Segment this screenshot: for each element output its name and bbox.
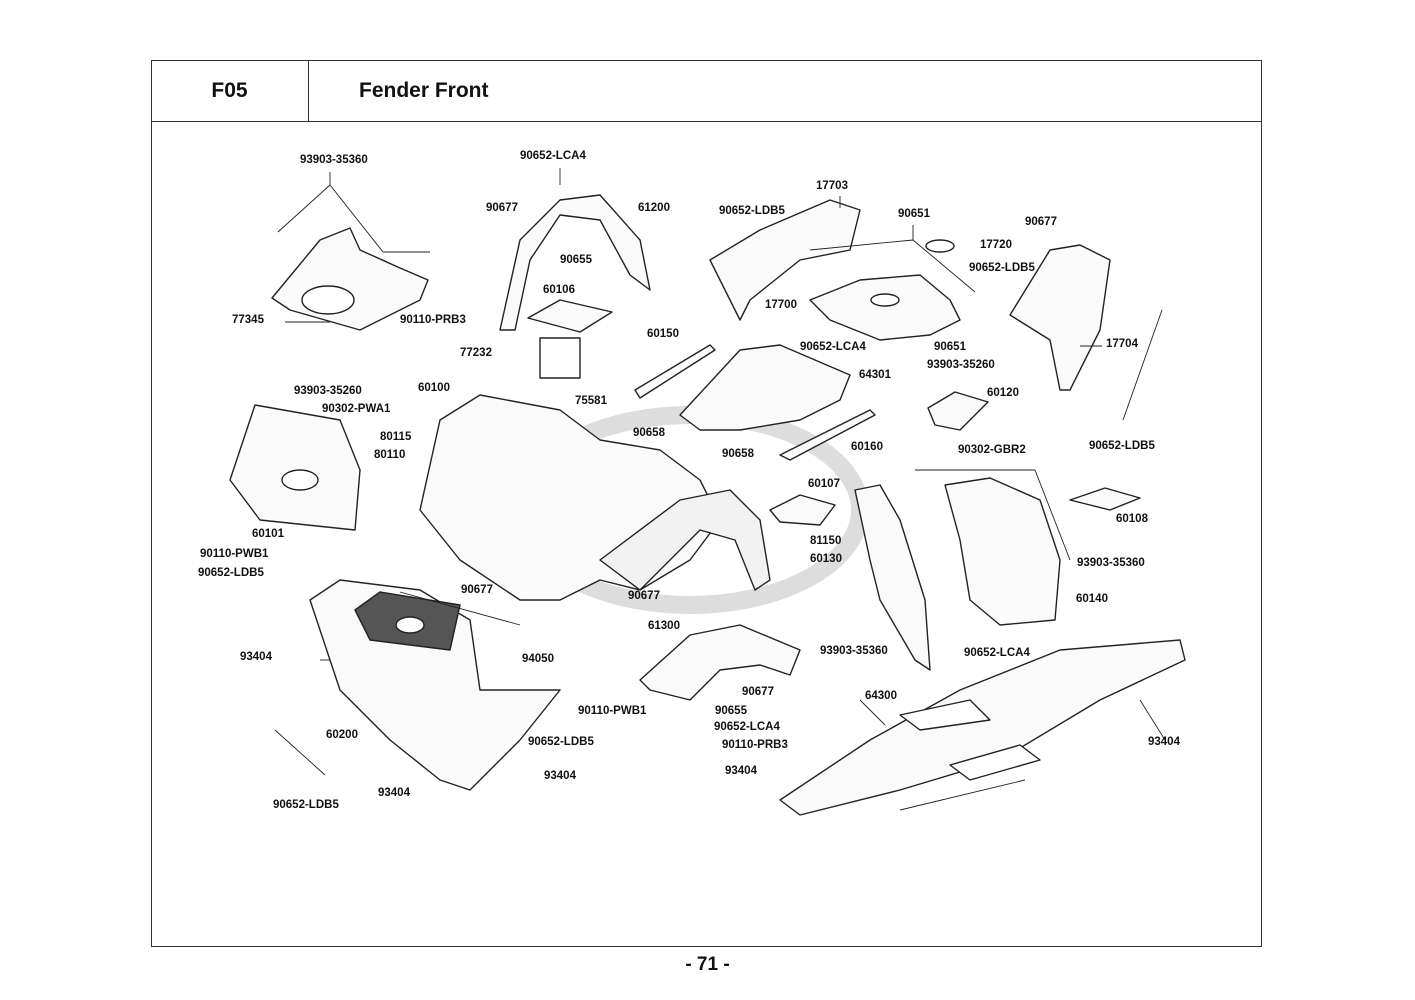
part-17703 [709, 199, 861, 321]
part-callout-label: 81150 [810, 535, 842, 547]
part-callout-label: 80115 [380, 431, 412, 443]
part-callout-label: 60140 [1076, 593, 1108, 605]
part-callout-label: 77232 [460, 347, 492, 359]
part-callout-label: 90677 [1025, 216, 1057, 228]
part-callout-label: 93903-35360 [820, 645, 888, 657]
part-callout-label: 93404 [240, 651, 272, 663]
part-callout-label: 61200 [638, 202, 670, 214]
part-callout-label: 90655 [560, 254, 592, 266]
part-callout-label: 90652-LCA4 [964, 647, 1030, 659]
part-64301 [679, 344, 851, 431]
part-callout-label: 60120 [987, 387, 1019, 399]
part-callout-label: 60106 [543, 284, 575, 296]
part-callout-label: 60130 [810, 553, 842, 565]
part-callout-label: 60160 [851, 441, 883, 453]
part-callout-label: 93404 [378, 787, 410, 799]
part-callout-label: 60108 [1116, 513, 1148, 525]
part-17704 [1009, 244, 1111, 391]
part-callout-label: 93903-35260 [927, 359, 995, 371]
part-callout-label: 17704 [1106, 338, 1138, 350]
part-callout-label: 60101 [252, 528, 284, 540]
part-60120 [927, 391, 989, 431]
part-60130 [854, 484, 931, 671]
part-60101 [229, 404, 361, 531]
part-callout-label: 90110-PWB1 [578, 705, 647, 717]
part-callout-label: 60150 [647, 328, 679, 340]
part-callout-label: 90302-GBR2 [958, 444, 1026, 456]
part-callout-label: 61300 [648, 620, 680, 632]
part-callout-label: 90110-PRB3 [400, 314, 466, 326]
part-callout-label: 94050 [522, 653, 554, 665]
part-60107 [769, 494, 836, 526]
part-callout-label: 93903-35260 [294, 385, 362, 397]
part-callout-label: 93404 [544, 770, 576, 782]
part-callout-label: 90652-LDB5 [969, 262, 1035, 274]
part-callout-label: 93404 [725, 765, 757, 777]
section-code: F05 [151, 60, 309, 122]
part-callout-label: 90677 [742, 686, 774, 698]
part-60100 [419, 394, 721, 601]
part-callout-label: 90110-PWB1 [200, 548, 269, 560]
diagram-frame [151, 60, 1262, 947]
part-callout-label: 80110 [374, 449, 406, 461]
part-callout-label: 90652-LDB5 [719, 205, 785, 217]
part-callout-label: 90652-LDB5 [198, 567, 264, 579]
part-callout-label: 60107 [808, 478, 840, 490]
part-callout-label: 77345 [232, 314, 264, 326]
part-callout-label: 60200 [326, 729, 358, 741]
part-callout-label: 90651 [898, 208, 930, 220]
part-60106 [527, 299, 613, 333]
part-callout-label: 93903-35360 [1077, 557, 1145, 569]
part-64300 [779, 639, 1186, 816]
part-61300 [639, 624, 801, 701]
part-callout-label: 90658 [633, 427, 665, 439]
part-callout-label: 17700 [765, 299, 797, 311]
part-callout-label: 90652-LCA4 [520, 150, 586, 162]
part-17700 [809, 274, 961, 341]
part-callout-label: 90658 [722, 448, 754, 460]
part-callout-label: 17720 [980, 239, 1012, 251]
part-61200 [499, 194, 651, 331]
part-callout-label: 64300 [865, 690, 897, 702]
part-callout-label: 90677 [486, 202, 518, 214]
part-callout-label: 90651 [934, 341, 966, 353]
part-callout-label: 90677 [461, 584, 493, 596]
part-callout-label: 93404 [1148, 736, 1180, 748]
part-callout-label: 17703 [816, 180, 848, 192]
part-callout-label: 90652-LCA4 [800, 341, 866, 353]
part-callout-label: 90652-LCA4 [714, 721, 780, 733]
part-callout-label: 90110-PRB3 [722, 739, 788, 751]
part-60108 [1069, 487, 1141, 511]
part-callout-label: 93903-35360 [300, 154, 368, 166]
page-number: - 71 - [685, 954, 730, 975]
part-callout-label: 64301 [859, 369, 891, 381]
part-callout-label: 90652-LDB5 [1089, 440, 1155, 452]
part-callout-label: 90302-PWA1 [322, 403, 391, 415]
part-callout-label: 75581 [575, 395, 607, 407]
part-callout-label: 90652-LDB5 [273, 799, 339, 811]
part-60140 [944, 477, 1061, 626]
part-callout-label: 90655 [715, 705, 747, 717]
part-callout-label: 90677 [628, 590, 660, 602]
part-callout-label: 90652-LDB5 [528, 736, 594, 748]
page-title: Fender Front [309, 60, 1262, 122]
part-callout-label: 60100 [418, 382, 450, 394]
